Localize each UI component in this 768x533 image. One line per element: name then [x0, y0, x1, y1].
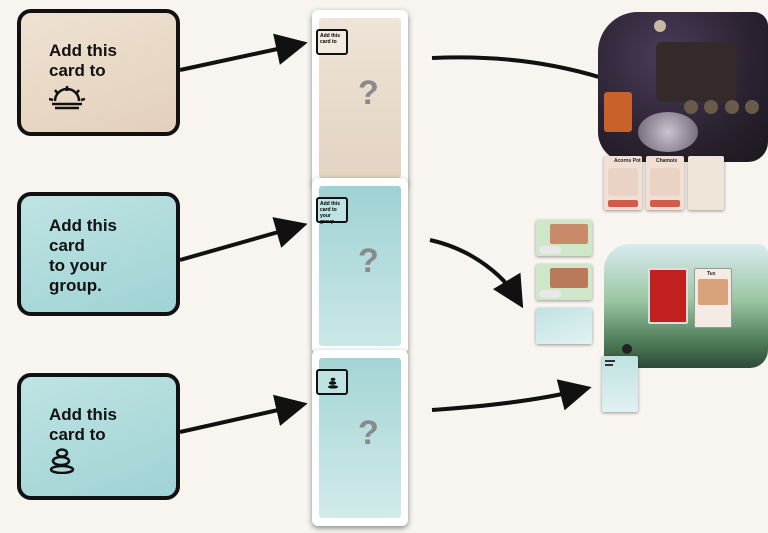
- board-art-orange: [604, 92, 632, 132]
- instruction-bubble-sunrise: Add this card to: [17, 9, 180, 136]
- board-card-tux: Tux: [694, 268, 732, 328]
- board-card-red: [648, 268, 688, 324]
- arrow: [179, 394, 308, 434]
- group-card-new: [536, 308, 592, 344]
- group-card-2: [536, 264, 592, 300]
- board-stones-icon: [622, 344, 632, 354]
- board-token-row: [684, 100, 764, 118]
- instruction-bubble-stones: Add this card to: [17, 373, 180, 500]
- instruction-line-2: card to: [49, 425, 106, 444]
- game-board-green: Tux: [604, 244, 768, 368]
- instruction-line-3: to your: [49, 256, 107, 275]
- card-tag: Add this card to: [316, 29, 348, 55]
- question-mark: ?: [358, 74, 379, 112]
- arrow: [431, 379, 592, 412]
- instruction-line-2: card to: [49, 61, 106, 80]
- board-hole: [654, 20, 666, 32]
- stacked-stones-icon: [49, 448, 75, 475]
- card-tag: [316, 369, 348, 395]
- instruction-line-1: Add this: [49, 405, 117, 424]
- sunrise-icon: [48, 86, 86, 110]
- arrow: [179, 217, 308, 262]
- stones-pile-card: [602, 356, 638, 412]
- instruction-line-1: Add this: [49, 216, 117, 235]
- mystery-card-stones: ?: [312, 350, 408, 526]
- instruction-line-2: card: [49, 236, 85, 255]
- group-card-1: [536, 220, 592, 256]
- scene-card-1: Acorns Pot: [604, 156, 642, 210]
- scene-card-new: [688, 156, 724, 210]
- question-mark: ?: [358, 414, 379, 452]
- card-tag: Add this card to your group.: [316, 197, 348, 225]
- arrow: [179, 33, 308, 72]
- instruction-bubble-group: Add this card to your group.: [17, 192, 180, 316]
- stacked-stones-icon: [327, 377, 339, 389]
- instruction-line-1: Add this: [49, 41, 117, 60]
- board-art-mist: [638, 112, 698, 152]
- mystery-card-group: Add this card to your group. ?: [312, 178, 408, 354]
- mystery-card-sunrise: Add this card to ?: [312, 10, 408, 186]
- board-slot: [656, 42, 736, 102]
- arrow: [429, 238, 524, 309]
- instruction-line-4: group.: [49, 276, 102, 295]
- game-board-dark: [598, 12, 768, 162]
- question-mark: ?: [358, 242, 379, 280]
- scene-card-2: Chamoix: [646, 156, 684, 210]
